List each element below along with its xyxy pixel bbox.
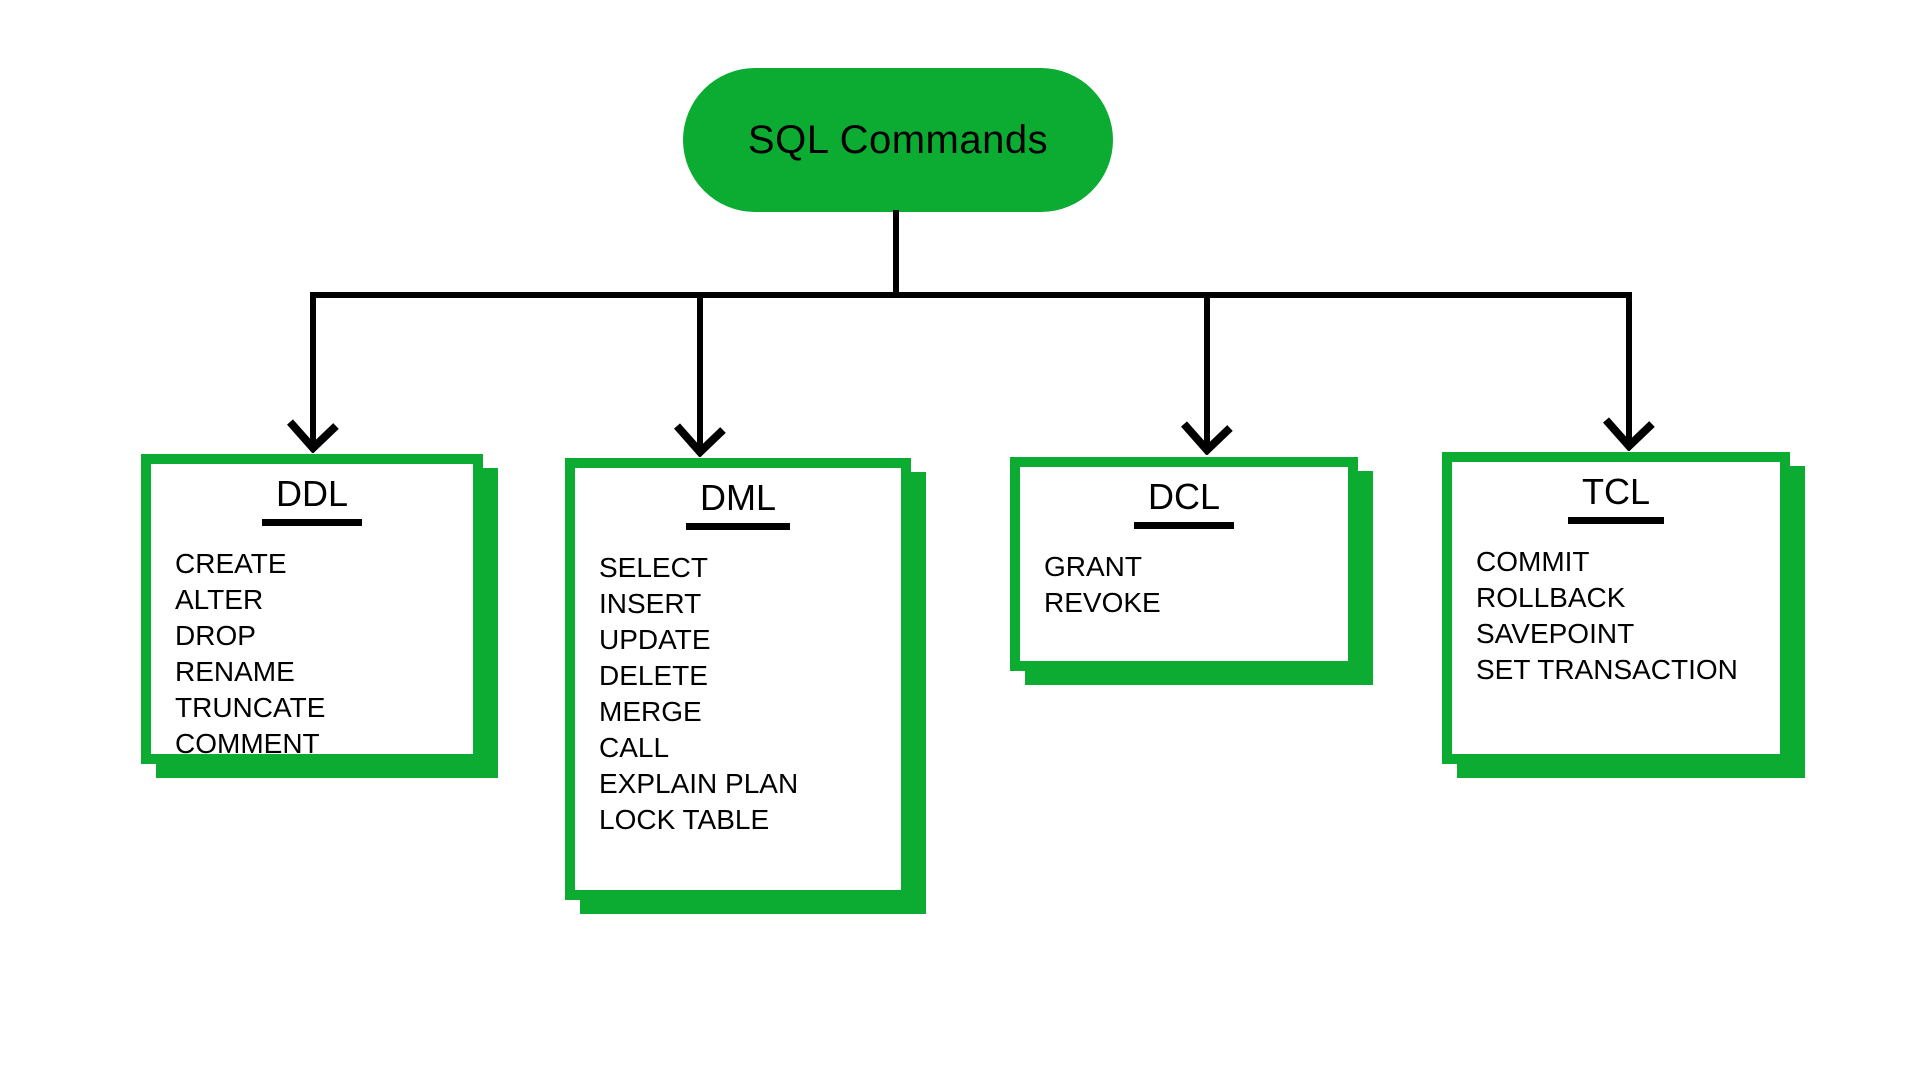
list-item: COMMIT	[1476, 546, 1590, 577]
connector-branch-ddl	[310, 292, 316, 448]
connector-branch-dml	[697, 292, 703, 452]
list-item: RENAME	[175, 656, 295, 687]
category-title-label: DDL	[261, 474, 363, 526]
list-item: TRUNCATE	[175, 692, 326, 723]
root-node-label: SQL Commands	[747, 117, 1049, 162]
category-items-tcl: COMMIT ROLLBACK SAVEPOINT SET TRANSACTIO…	[1452, 544, 1780, 688]
arrow-down-icon	[1601, 417, 1657, 452]
category-title-dml: DML	[575, 478, 901, 530]
category-box-dml: DML SELECT INSERT UPDATE DELETE MERGE CA…	[565, 458, 911, 900]
category-items-ddl: CREATE ALTER DROP RENAME TRUNCATE COMMEN…	[151, 546, 473, 762]
list-item: COMMENT	[175, 728, 320, 759]
list-item: REVOKE	[1044, 587, 1161, 618]
list-item: CALL	[599, 732, 670, 763]
list-item: EXPLAIN PLAN	[599, 768, 799, 799]
category-title-ddl: DDL	[151, 474, 473, 526]
category-items-dml: SELECT INSERT UPDATE DELETE MERGE CALL E…	[575, 550, 901, 838]
category-title-label: DML	[685, 478, 790, 530]
list-item: SAVEPOINT	[1476, 618, 1635, 649]
category-title-label: DCL	[1133, 477, 1235, 529]
list-item: SELECT	[599, 552, 708, 583]
category-title-dcl: DCL	[1020, 477, 1348, 529]
category-title-tcl: TCL	[1452, 472, 1780, 524]
list-item: INSERT	[599, 588, 702, 619]
list-item: ALTER	[175, 584, 264, 615]
category-box-dcl: DCL GRANT REVOKE	[1010, 457, 1358, 671]
category-items-dcl: GRANT REVOKE	[1020, 549, 1348, 621]
list-item: DELETE	[599, 660, 708, 691]
category-box-ddl: DDL CREATE ALTER DROP RENAME TRUNCATE CO…	[141, 454, 483, 764]
list-item: UPDATE	[599, 624, 711, 655]
connector-branch-tcl	[1626, 292, 1632, 446]
list-item: DROP	[175, 620, 256, 651]
list-item: CREATE	[175, 548, 287, 579]
root-node-sql-commands: SQL Commands	[683, 68, 1113, 212]
connector-branch-dcl	[1204, 292, 1210, 450]
arrow-down-icon	[1179, 421, 1235, 456]
list-item: LOCK TABLE	[599, 804, 770, 835]
connector-horizontal-bus	[310, 292, 1632, 298]
category-box-tcl: TCL COMMIT ROLLBACK SAVEPOINT SET TRANSA…	[1442, 452, 1790, 764]
list-item: SET TRANSACTION	[1476, 654, 1738, 685]
list-item: MERGE	[599, 696, 702, 727]
connector-root-stem	[893, 210, 899, 296]
arrow-down-icon	[672, 423, 728, 458]
category-title-label: TCL	[1567, 472, 1664, 524]
list-item: ROLLBACK	[1476, 582, 1626, 613]
list-item: GRANT	[1044, 551, 1142, 582]
arrow-down-icon	[285, 419, 341, 454]
